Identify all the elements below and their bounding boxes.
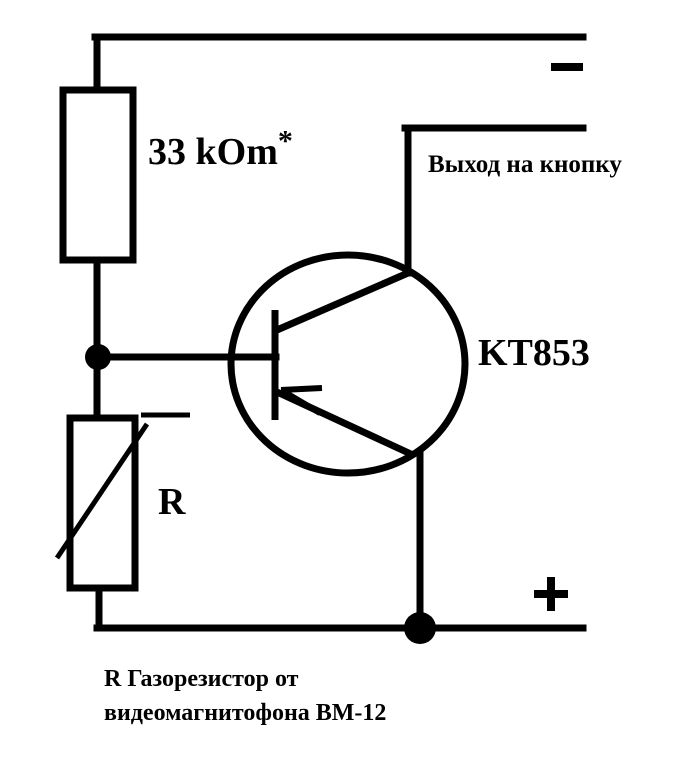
caption: R Газорезистор от видеомагнитофона ВМ-12 bbox=[104, 662, 386, 730]
transistor-symbol bbox=[227, 251, 469, 477]
output-terminal-label: Выход на кнопку bbox=[428, 151, 622, 178]
emitter-junction-dot bbox=[404, 612, 436, 644]
resistor-33k-symbol bbox=[59, 86, 137, 361]
resistor-value-label: 33 kOm* bbox=[148, 126, 293, 173]
collector-output-wire bbox=[401, 124, 587, 277]
varistor-symbol bbox=[54, 412, 190, 632]
caption-line-2: видеомагнитофона ВМ-12 bbox=[104, 700, 387, 727]
resistor-value-asterisk: * bbox=[277, 124, 293, 158]
negative-rail-wire bbox=[91, 33, 587, 96]
transistor-type-label: KT853 bbox=[478, 332, 590, 374]
resistor-value-text: 33 kOm bbox=[148, 131, 278, 173]
plus-sign-icon bbox=[534, 577, 568, 611]
caption-line-1: R Газорезистор от bbox=[104, 666, 299, 692]
varistor-designator-label: R bbox=[158, 481, 186, 523]
